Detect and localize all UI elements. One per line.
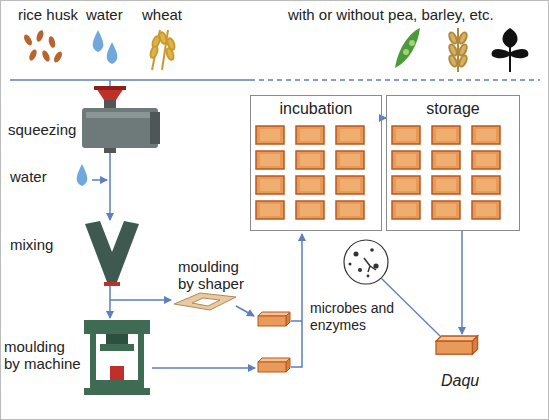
pea-icon (395, 28, 420, 68)
step-label: water (10, 168, 47, 185)
step-label: with or without pea, barley, etc. (288, 6, 494, 23)
brick (472, 201, 500, 219)
brick-stack (256, 126, 500, 219)
step-label: squeezing (8, 121, 76, 138)
step-label: wheat (142, 6, 182, 23)
brick (256, 201, 284, 219)
brick (472, 176, 500, 194)
feed-line (10, 79, 250, 81)
plant-icon (492, 28, 529, 72)
brick (336, 176, 364, 194)
step-label: microbes and enzymes (310, 300, 396, 334)
flow-arrow (152, 367, 255, 369)
step-label: moulding by machine (4, 338, 82, 372)
feed-line (250, 79, 540, 81)
flow-arrow (291, 234, 302, 367)
brick (296, 151, 324, 169)
brick (432, 176, 460, 194)
step-label: moulding by shaper (178, 258, 258, 292)
brick (392, 176, 420, 194)
water-icon (77, 164, 88, 186)
barley-icon (448, 28, 469, 72)
press-machine (84, 320, 150, 395)
flow-arrow (110, 286, 171, 300)
flow-arrow (92, 179, 107, 181)
microbes (349, 248, 379, 277)
brick (472, 126, 500, 144)
brick (256, 126, 284, 144)
room-heading: incubation (251, 96, 381, 118)
brick (392, 151, 420, 169)
brick (296, 126, 324, 144)
daqu-brick (436, 336, 478, 354)
product-label: Daqu (441, 372, 479, 389)
water-icon (93, 30, 118, 64)
room-heading: storage (387, 96, 519, 118)
shaper (174, 293, 236, 310)
brick (336, 201, 364, 219)
flow-arrow (109, 153, 111, 220)
brick (296, 201, 324, 219)
flow-arrow (109, 300, 111, 318)
step-label: rice husk (18, 6, 78, 23)
flow-arrow (236, 306, 254, 316)
brick (392, 126, 420, 144)
room-box: incubation (250, 95, 382, 231)
brick (432, 201, 460, 219)
brick (432, 151, 460, 169)
flow-arrow (291, 320, 302, 322)
brick (256, 176, 284, 194)
rice-icon (22, 29, 63, 63)
brick (258, 312, 290, 326)
brick (296, 176, 324, 194)
squeezer (82, 86, 160, 153)
brick (472, 151, 500, 169)
step-label: water (86, 6, 123, 23)
room-box: storage (386, 95, 520, 231)
wheat-icon (149, 30, 176, 70)
v-blender (85, 221, 139, 282)
brick (258, 358, 290, 372)
brick (432, 126, 460, 144)
flow-arrow (461, 231, 463, 334)
v-blender (104, 282, 120, 286)
brick (256, 151, 284, 169)
microbe-circle (344, 240, 388, 284)
brick (392, 201, 420, 219)
brick (336, 151, 364, 169)
step-label: mixing (10, 236, 53, 253)
brick (336, 126, 364, 144)
